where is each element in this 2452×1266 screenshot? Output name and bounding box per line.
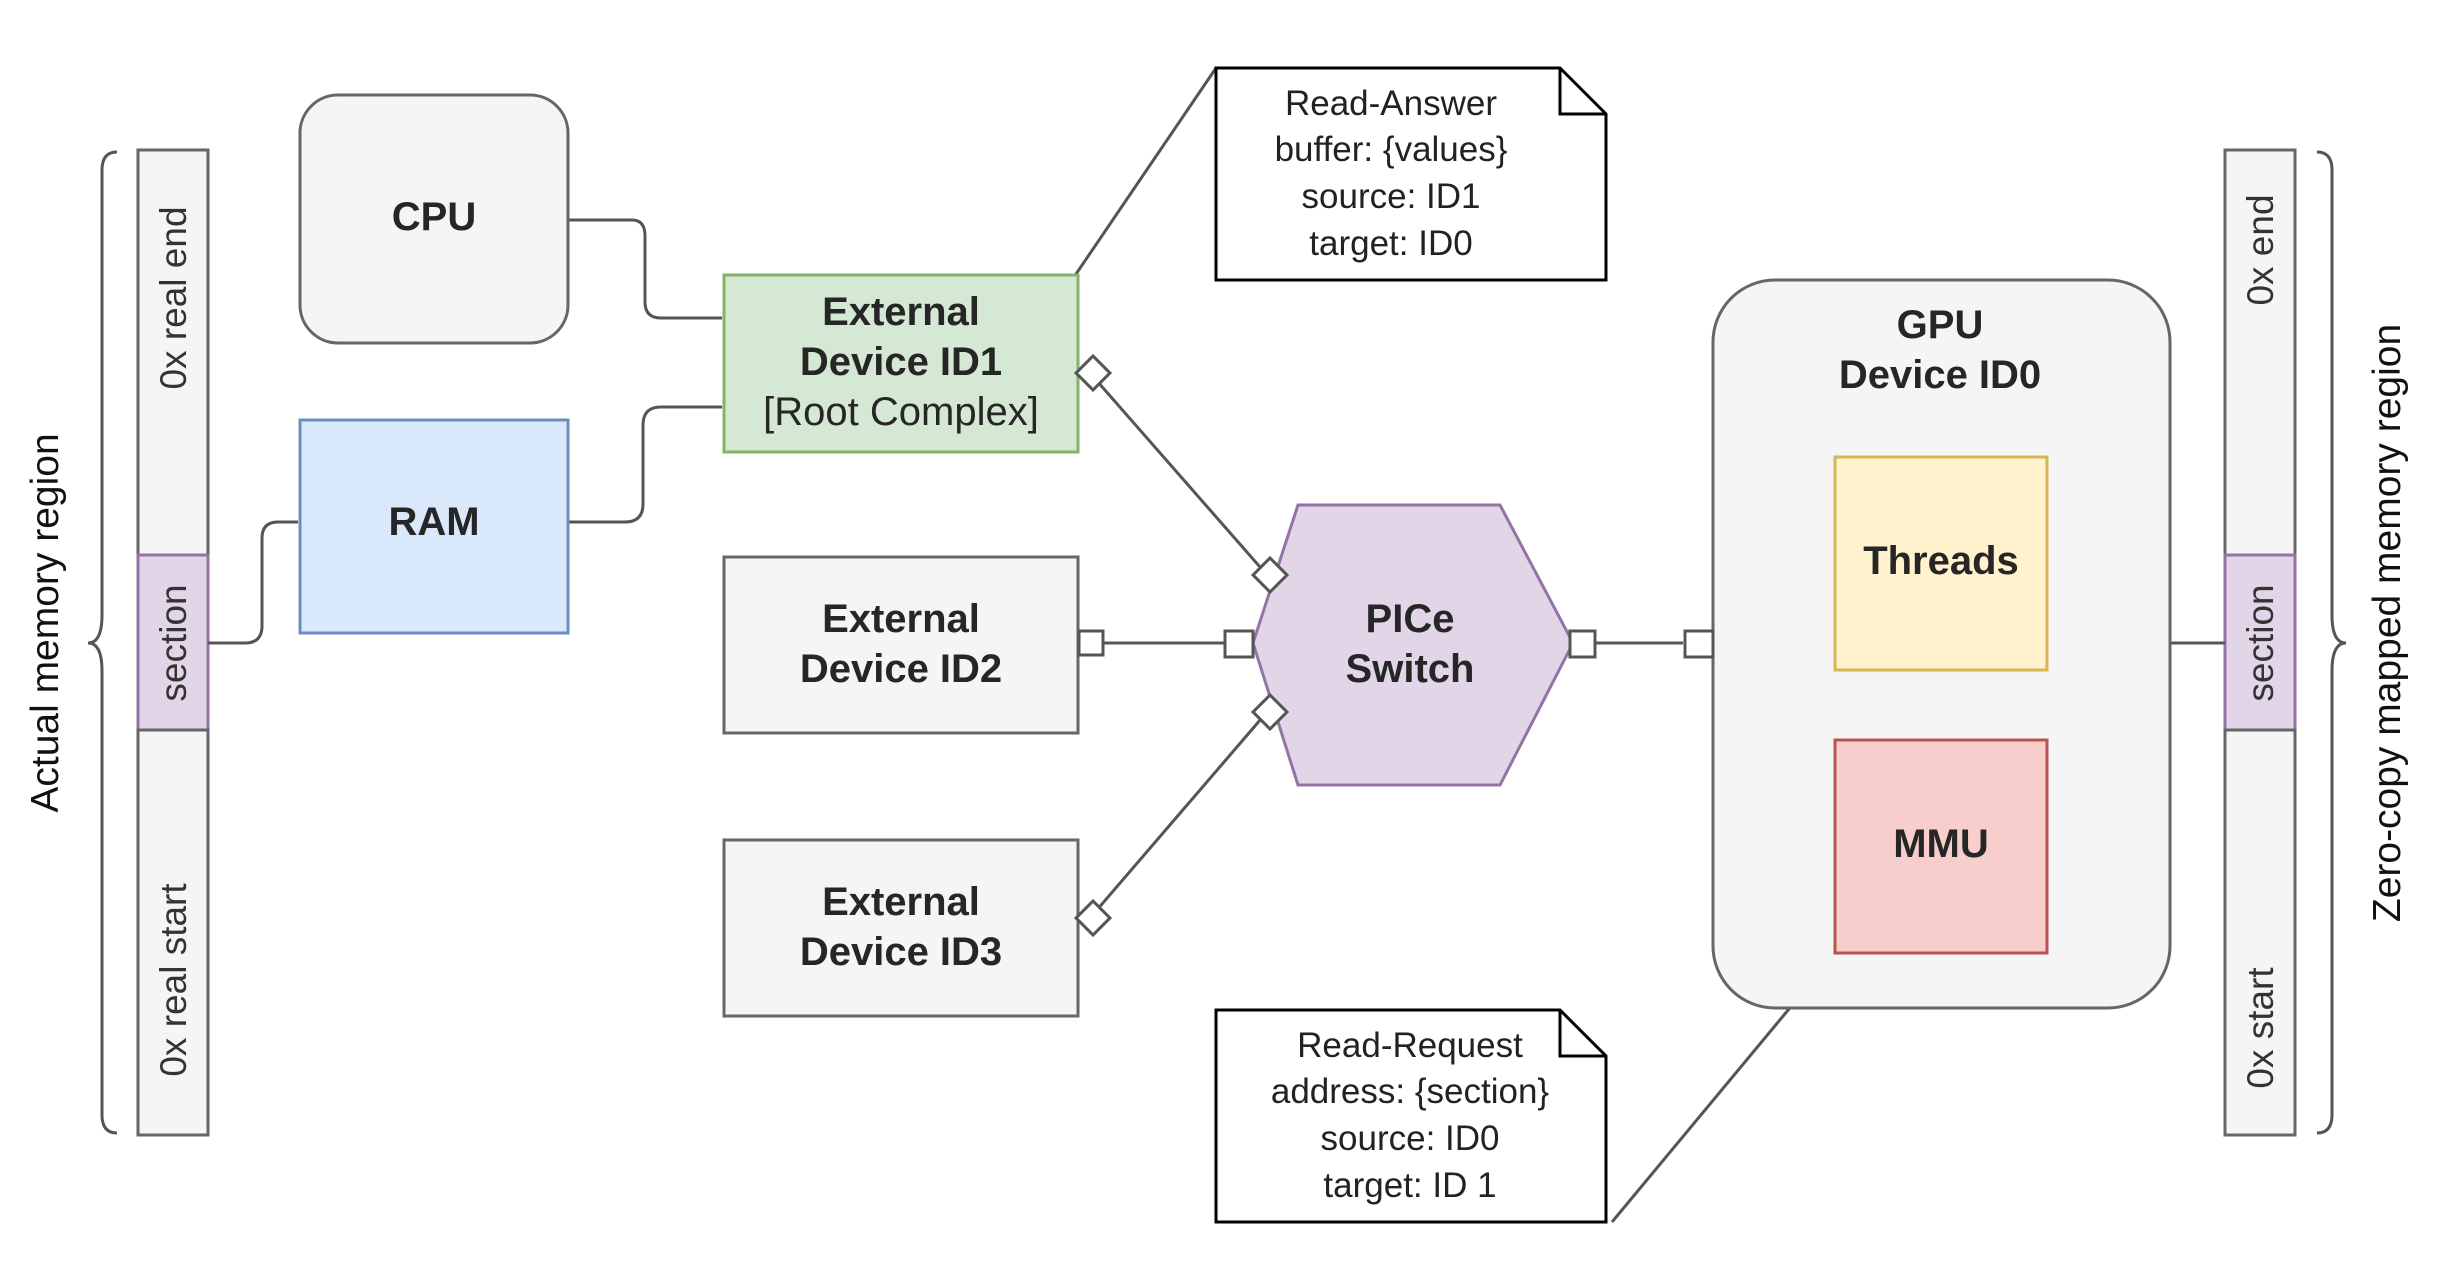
- wire-device3-switch: [1088, 711, 1269, 919]
- cpu-label: CPU: [392, 195, 476, 239]
- device2-node[interactable]: External Device ID2: [722, 555, 1080, 735]
- answer-note-line2: buffer: {values}: [1275, 130, 1508, 169]
- request-note-fold: [1558, 1010, 1606, 1058]
- left-bar-end-label: 0x real end: [153, 206, 194, 389]
- left-curly-brace: [87, 150, 118, 1135]
- request-note-line3: source: ID0: [1321, 1119, 1500, 1158]
- device3-line2: Device ID3: [800, 930, 1002, 974]
- port-switch-left-square: [1223, 629, 1255, 659]
- device1-line2: Device ID1: [800, 340, 1002, 384]
- cpu-box[interactable]: [298, 93, 570, 345]
- device2-line1: External: [822, 597, 980, 641]
- port-switch-right-square: [1568, 629, 1597, 659]
- request-note-line2: address: {section}: [1271, 1072, 1550, 1111]
- mmu-label: MMU: [1893, 822, 1989, 866]
- pcie-switch-node[interactable]: PICe Switch: [1251, 503, 1575, 787]
- switch-line2: Switch: [1346, 647, 1475, 691]
- device1-line1: External: [822, 290, 980, 334]
- left-bar-end-segment: [136, 148, 210, 557]
- answer-note-line3: source: ID1: [1302, 177, 1481, 216]
- answer-note-shape[interactable]: [1214, 66, 1608, 282]
- switch-hexagon[interactable]: [1251, 503, 1575, 787]
- gpu-node[interactable]: GPU Device ID0 Threads MMU: [1711, 278, 2172, 1010]
- gpu-line2: Device ID0: [1839, 353, 2041, 397]
- right-bar-section-label: section: [2240, 584, 2281, 701]
- threads-label: Threads: [1863, 539, 2019, 583]
- port-device2-square: [1077, 629, 1105, 657]
- read-answer-note[interactable]: Read-Answer buffer: {values} source: ID1…: [1214, 66, 1608, 282]
- device2-line2: Device ID2: [800, 647, 1002, 691]
- device1-line3: [Root Complex]: [763, 390, 1039, 434]
- mmu-box[interactable]: [1833, 738, 2049, 955]
- right-bar-start-segment: [2223, 728, 2297, 1137]
- request-note-line4: target: ID 1: [1323, 1166, 1496, 1205]
- left-memory-map: Actual memory region 0x real end section…: [24, 148, 210, 1137]
- left-region-label: Actual memory region: [24, 433, 67, 812]
- port-switch-top-diamond: [1250, 555, 1290, 595]
- right-bar-end-label: 0x end: [2240, 194, 2281, 305]
- ram-box[interactable]: [298, 418, 570, 635]
- port-switch-bottom-diamond: [1250, 692, 1290, 732]
- left-bar-section-label: section: [153, 584, 194, 701]
- right-bar-end-segment: [2223, 148, 2297, 557]
- port-device3-diamond: [1073, 898, 1113, 938]
- port-gpu-left-square: [1683, 629, 1715, 659]
- wire-ram-device1: [566, 405, 722, 524]
- device3-line1: External: [822, 880, 980, 924]
- left-bar-section-segment[interactable]: [136, 553, 210, 732]
- device2-box[interactable]: [722, 555, 1080, 735]
- threads-box[interactable]: [1833, 455, 2049, 672]
- answer-note-fold: [1558, 68, 1606, 116]
- request-note-shape[interactable]: [1214, 1008, 1608, 1224]
- right-region-label: Zero-copy mapped memory region: [2366, 324, 2409, 922]
- switch-line1: PICe: [1366, 597, 1455, 641]
- left-bar-start-segment: [136, 728, 210, 1137]
- wire-cpu-device1: [566, 218, 722, 320]
- device3-node[interactable]: External Device ID3: [722, 838, 1080, 1018]
- answer-note-line4: target: ID0: [1309, 224, 1472, 263]
- wire-left-section-ram: [208, 520, 298, 645]
- request-note-line1: Read-Request: [1297, 1026, 1523, 1065]
- port-markers: [1073, 353, 1715, 938]
- answer-note-line1: Read-Answer: [1285, 84, 1497, 123]
- gpu-line1: GPU: [1897, 303, 1984, 347]
- left-bar-start-label: 0x real start: [153, 883, 194, 1077]
- device3-box[interactable]: [722, 838, 1080, 1018]
- port-device1-diamond: [1073, 353, 1113, 393]
- device1-box[interactable]: [722, 273, 1080, 454]
- read-request-note[interactable]: Read-Request address: {section} source: …: [1214, 1008, 1608, 1224]
- cpu-node[interactable]: CPU: [298, 93, 570, 345]
- right-curly-brace: [2316, 150, 2347, 1135]
- note-answer-leader: [1072, 67, 1218, 278]
- wire-device1-switch: [1088, 372, 1269, 576]
- ram-node[interactable]: RAM: [298, 418, 570, 635]
- ram-label: RAM: [388, 500, 479, 544]
- right-memory-map: Zero-copy mapped memory region 0x end se…: [2223, 148, 2409, 1137]
- device1-node[interactable]: External Device ID1 [Root Complex]: [722, 273, 1080, 454]
- right-bar-start-label: 0x start: [2240, 967, 2281, 1089]
